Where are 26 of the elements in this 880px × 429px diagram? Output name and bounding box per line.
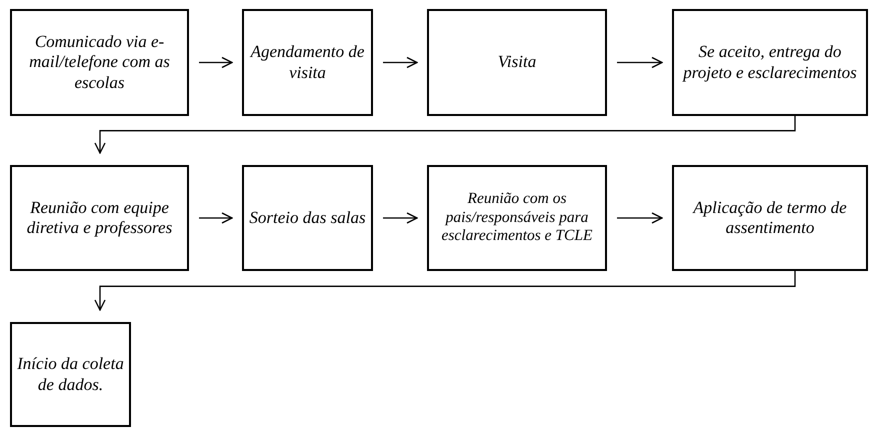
arrow (617, 212, 663, 224)
arrow (94, 271, 796, 311)
arrow (199, 56, 233, 68)
arrow (383, 56, 418, 68)
process-box (672, 9, 868, 116)
process-box (672, 165, 868, 271)
box-text: Reunião com equipe diretiva e professores (26, 198, 174, 238)
process-box (242, 165, 373, 271)
process-box (427, 9, 607, 116)
process-box (242, 9, 373, 116)
box-text: Se aceito, entrega do projeto e esclarecimentos (681, 42, 858, 83)
arrow (94, 116, 796, 154)
process-box (10, 322, 131, 427)
box-text: Visita (498, 52, 536, 73)
arrow (383, 212, 418, 224)
box-text: Agendamento de visita (248, 42, 366, 83)
box-text: Sorteio das salas (249, 208, 366, 228)
arrow (617, 56, 663, 68)
box-text: Início da coleta de dados. (16, 354, 125, 395)
process-box (10, 165, 189, 271)
process-box (10, 9, 189, 116)
arrow (199, 212, 233, 224)
box-text: Comunicado via e-mail/telefone com as escolas (28, 32, 171, 94)
box-text: Reunião com os pais/responsáveis para esclarecimentos e TCLE (440, 190, 594, 246)
box-text: Aplicação de termo de assentimento (691, 198, 848, 238)
process-box (427, 165, 607, 271)
